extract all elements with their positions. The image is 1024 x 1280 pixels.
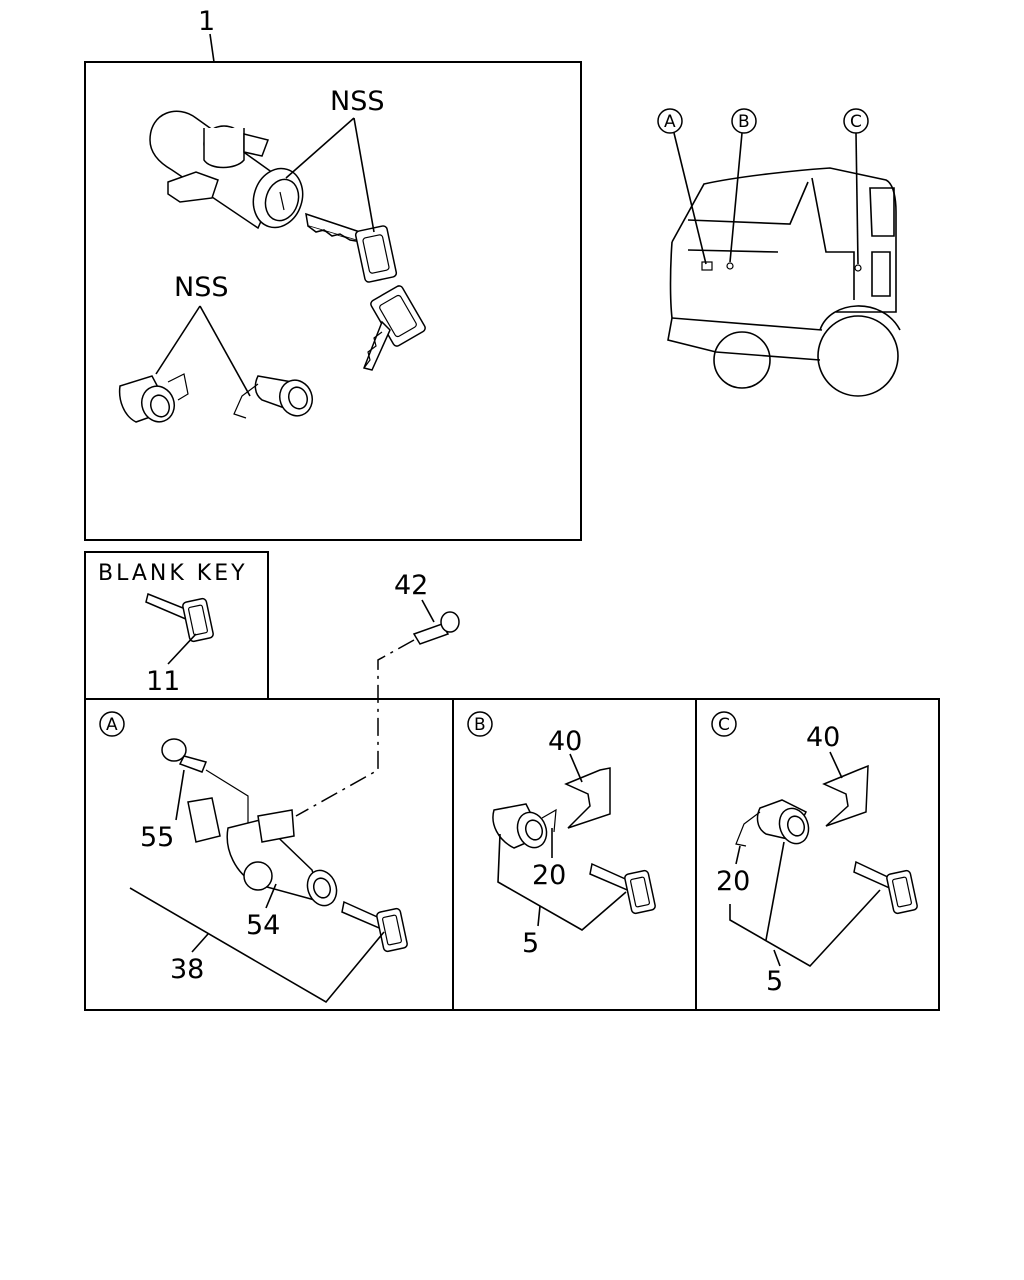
ignition-lock-assembly [149,110,304,230]
view-c-parts [735,764,918,915]
set-c-label: 5 [766,966,783,997]
retainer-c-label: 40 [806,722,840,753]
set-c-to-lock-leader [765,841,785,941]
screw-label: 55 [140,822,174,853]
assembly-label: 1 [198,6,215,37]
view-b-parts [492,767,656,915]
nss-lower-leader-a [155,305,201,375]
blank-key-leader [167,633,197,665]
bolt-label: 42 [394,570,428,601]
view-a-parts [161,738,408,953]
bolt-to-cylinder-line [295,639,415,817]
retainer-b-leader [569,753,583,783]
svg-text:C: C [718,715,730,735]
set-c-bracket [729,889,881,968]
blank-key [145,592,214,643]
truck-marker-c: C [843,108,869,265]
lower-lock-cylinders [118,373,313,423]
nss-lower-label: NSS [174,272,228,303]
truck-marker-b: B [729,108,757,263]
blank-key-title: BLANK KEY [98,561,248,586]
svg-text:B: B [474,715,486,735]
cylinder-leader [265,883,277,909]
svg-text:A: A [664,112,676,132]
set-38-leader [191,933,209,953]
set-38-bracket [129,887,385,1004]
set-b-leader [537,905,541,927]
nss-upper-leader-b [353,117,375,233]
upper-keys [305,212,426,371]
cylinder-label: 54 [246,910,280,941]
retainer-c-leader [829,751,843,779]
svg-text:C: C [850,112,862,132]
clip-c-leader [735,845,741,865]
clip-b-label: 20 [532,860,566,891]
svg-text:A: A [106,715,118,735]
bolt-leader [421,599,435,623]
view-b-marker: B [467,711,493,737]
nss-upper-leader-a [285,117,355,179]
truck-marker-a: A [657,108,707,265]
nss-upper-label: NSS [330,86,384,117]
blank-key-part-label: 11 [146,666,180,697]
bolt-part [412,611,460,645]
set-c-leader [773,949,781,967]
nss-lower-leader-b [199,305,251,397]
assembly-leader [209,33,215,63]
view-c-marker: C [711,711,737,737]
clip-c-label: 20 [716,866,750,897]
view-a-marker: A [99,711,125,737]
set-b-label: 5 [522,928,539,959]
set-38-label: 38 [170,954,204,985]
screw-leader [175,769,185,821]
retainer-b-label: 40 [548,726,582,757]
assembly-frame [84,61,582,541]
svg-text:B: B [738,112,750,132]
view-c-frame [695,698,940,1011]
truck-cab-sketch [667,167,901,397]
